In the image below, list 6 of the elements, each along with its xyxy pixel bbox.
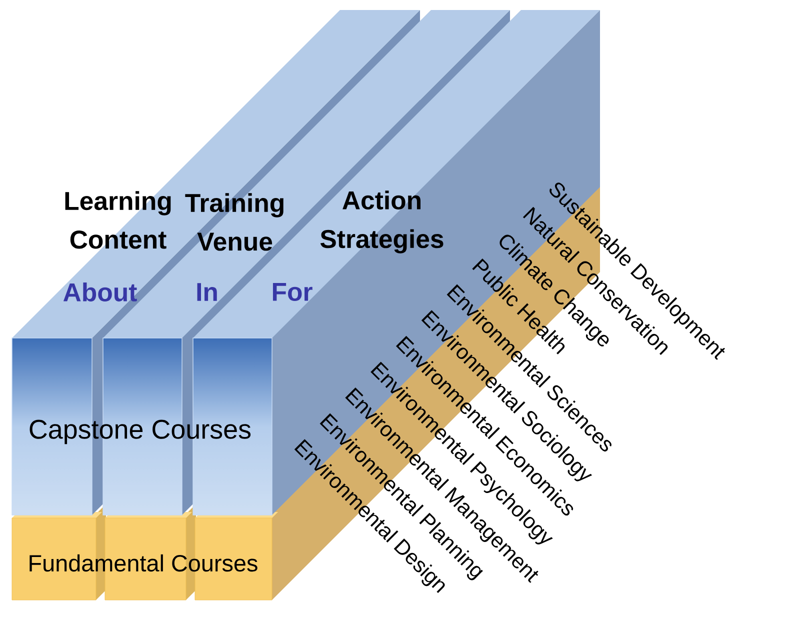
beam-heading: Learning Content <box>65 191 171 249</box>
beam-heading: Training Venue <box>185 193 284 251</box>
layer-label: Capstone Courses <box>30 420 251 444</box>
preposition-label: About <box>63 282 137 302</box>
layer-label: Fundamental Courses <box>30 554 258 572</box>
preposition-label: In <box>197 283 217 301</box>
